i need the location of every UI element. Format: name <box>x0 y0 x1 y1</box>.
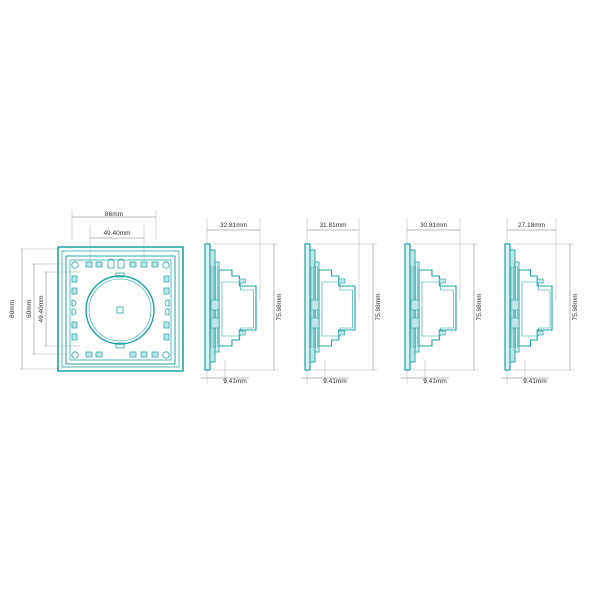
front-mid-height-dimension: 60mm <box>26 263 66 355</box>
side-cover-plate <box>204 243 211 371</box>
side-socket-body <box>518 269 553 347</box>
side-depth-label: 9.41mm <box>223 378 246 385</box>
side-socket-inner <box>221 281 254 337</box>
clip-tab <box>151 351 159 358</box>
clip-tab <box>85 351 93 358</box>
side-clip <box>310 317 320 329</box>
front-clip-tabs <box>71 261 170 358</box>
side-terminal <box>239 330 246 336</box>
clip-tab <box>129 261 137 268</box>
screw-hole-icon <box>71 351 79 359</box>
clip-tab <box>151 261 159 268</box>
keyhole-slot-icon <box>164 308 170 316</box>
side-depth-label: 9.41mm <box>523 378 546 385</box>
front-keyhole-slots <box>71 258 170 316</box>
side-clip <box>310 299 320 311</box>
side-view: 31.81mm 75.98mm 9.41mm <box>301 218 382 385</box>
side-width-label: 31.81mm <box>319 222 346 229</box>
screw-hole-icon <box>71 261 79 269</box>
side-width-label: 27.18mm <box>518 222 545 229</box>
side-clip <box>410 317 420 329</box>
front-top-label: 86mm <box>105 211 123 218</box>
side-width-label: 30.81mm <box>420 222 447 229</box>
side-view: 30.81mm 75.98mm 9.41mm <box>401 218 483 385</box>
clip-tab <box>140 351 148 358</box>
keyhole-slot-icon <box>107 258 115 269</box>
side-height-label: 75.98mm <box>476 293 483 320</box>
side-terminal <box>439 278 446 284</box>
front-mounting-plate <box>69 259 172 361</box>
clip-tab <box>163 275 170 283</box>
front-outer-height-label: 80mm <box>9 300 16 318</box>
keyhole-slot-icon <box>117 258 125 269</box>
clip-tab <box>85 261 93 268</box>
side-clip <box>410 299 420 311</box>
clip-tab <box>163 333 170 341</box>
side-socket-inner <box>521 281 551 337</box>
side-depth-label: 9.41mm <box>323 378 346 385</box>
front-view: 86mm 49.40mm 80mm 60mm 49.40mm <box>9 210 184 372</box>
front-socket-inner-ring <box>88 278 152 342</box>
keyhole-slot-icon <box>164 299 170 307</box>
screw-hole-icon <box>162 351 170 359</box>
side-depth-label: 9.41mm <box>423 378 446 385</box>
clip-tab <box>129 351 137 358</box>
clip-tab <box>163 321 170 329</box>
clip-tab <box>95 351 103 358</box>
side-view: 27.18mm 75.98mm 9.41mm <box>501 218 579 385</box>
side-terminal <box>536 278 544 284</box>
side-width-label: 32.81mm <box>220 222 247 229</box>
side-cover-plate <box>304 243 311 371</box>
clip-tab <box>163 287 170 295</box>
side-socket-body <box>218 269 257 347</box>
side-cover-plate <box>404 243 411 371</box>
clip-tab <box>95 261 103 268</box>
side-view: 32.81mm 75.98mm 9.41mm <box>201 218 283 385</box>
side-terminal <box>239 278 246 284</box>
front-inner-width-label: 49.40mm <box>103 230 130 237</box>
side-height-label: 75.98mm <box>276 293 283 320</box>
clip-tab <box>71 321 78 329</box>
front-frame-bevel <box>65 255 176 365</box>
side-terminal <box>338 278 346 284</box>
front-mid-height-label: 60mm <box>26 300 33 318</box>
side-views: 32.81mm 75.98mm 9.41mm 31.81mm 75.98mm 9.41mm… <box>201 218 579 385</box>
side-height-label: 75.98mm <box>572 293 579 320</box>
front-socket-outer-ring <box>85 275 155 345</box>
front-screw-holes <box>71 261 170 359</box>
front-outer-height-dimension: 80mm <box>9 248 60 370</box>
side-socket-body <box>418 269 457 347</box>
front-outer-frame <box>57 246 184 372</box>
side-terminal <box>439 330 446 336</box>
front-top-dimension: 86mm <box>71 210 157 240</box>
clip-tab <box>71 275 78 283</box>
side-socket-inner <box>421 281 454 337</box>
side-socket-inner <box>321 281 353 337</box>
front-socket-bottom-clip <box>115 342 125 349</box>
side-clip <box>210 299 220 311</box>
clip-tab <box>71 333 78 341</box>
side-clip <box>510 317 520 329</box>
front-socket-top-clip <box>115 272 125 278</box>
side-cover-plate <box>504 243 511 371</box>
side-terminal <box>338 330 346 336</box>
screw-hole-icon <box>162 261 170 269</box>
clip-tab <box>71 287 78 295</box>
side-height-label: 75.98mm <box>375 293 382 320</box>
keyhole-slot-icon <box>71 299 77 307</box>
front-inner-height-label: 49.40mm <box>38 295 45 322</box>
front-frame-inner-edge <box>61 250 180 368</box>
clip-tab <box>140 261 148 268</box>
side-clip <box>510 299 520 311</box>
side-terminal <box>536 330 544 336</box>
front-socket-center-mark <box>116 306 124 314</box>
keyhole-slot-icon <box>71 308 77 316</box>
side-socket-body <box>318 269 356 347</box>
side-clip <box>210 317 220 329</box>
